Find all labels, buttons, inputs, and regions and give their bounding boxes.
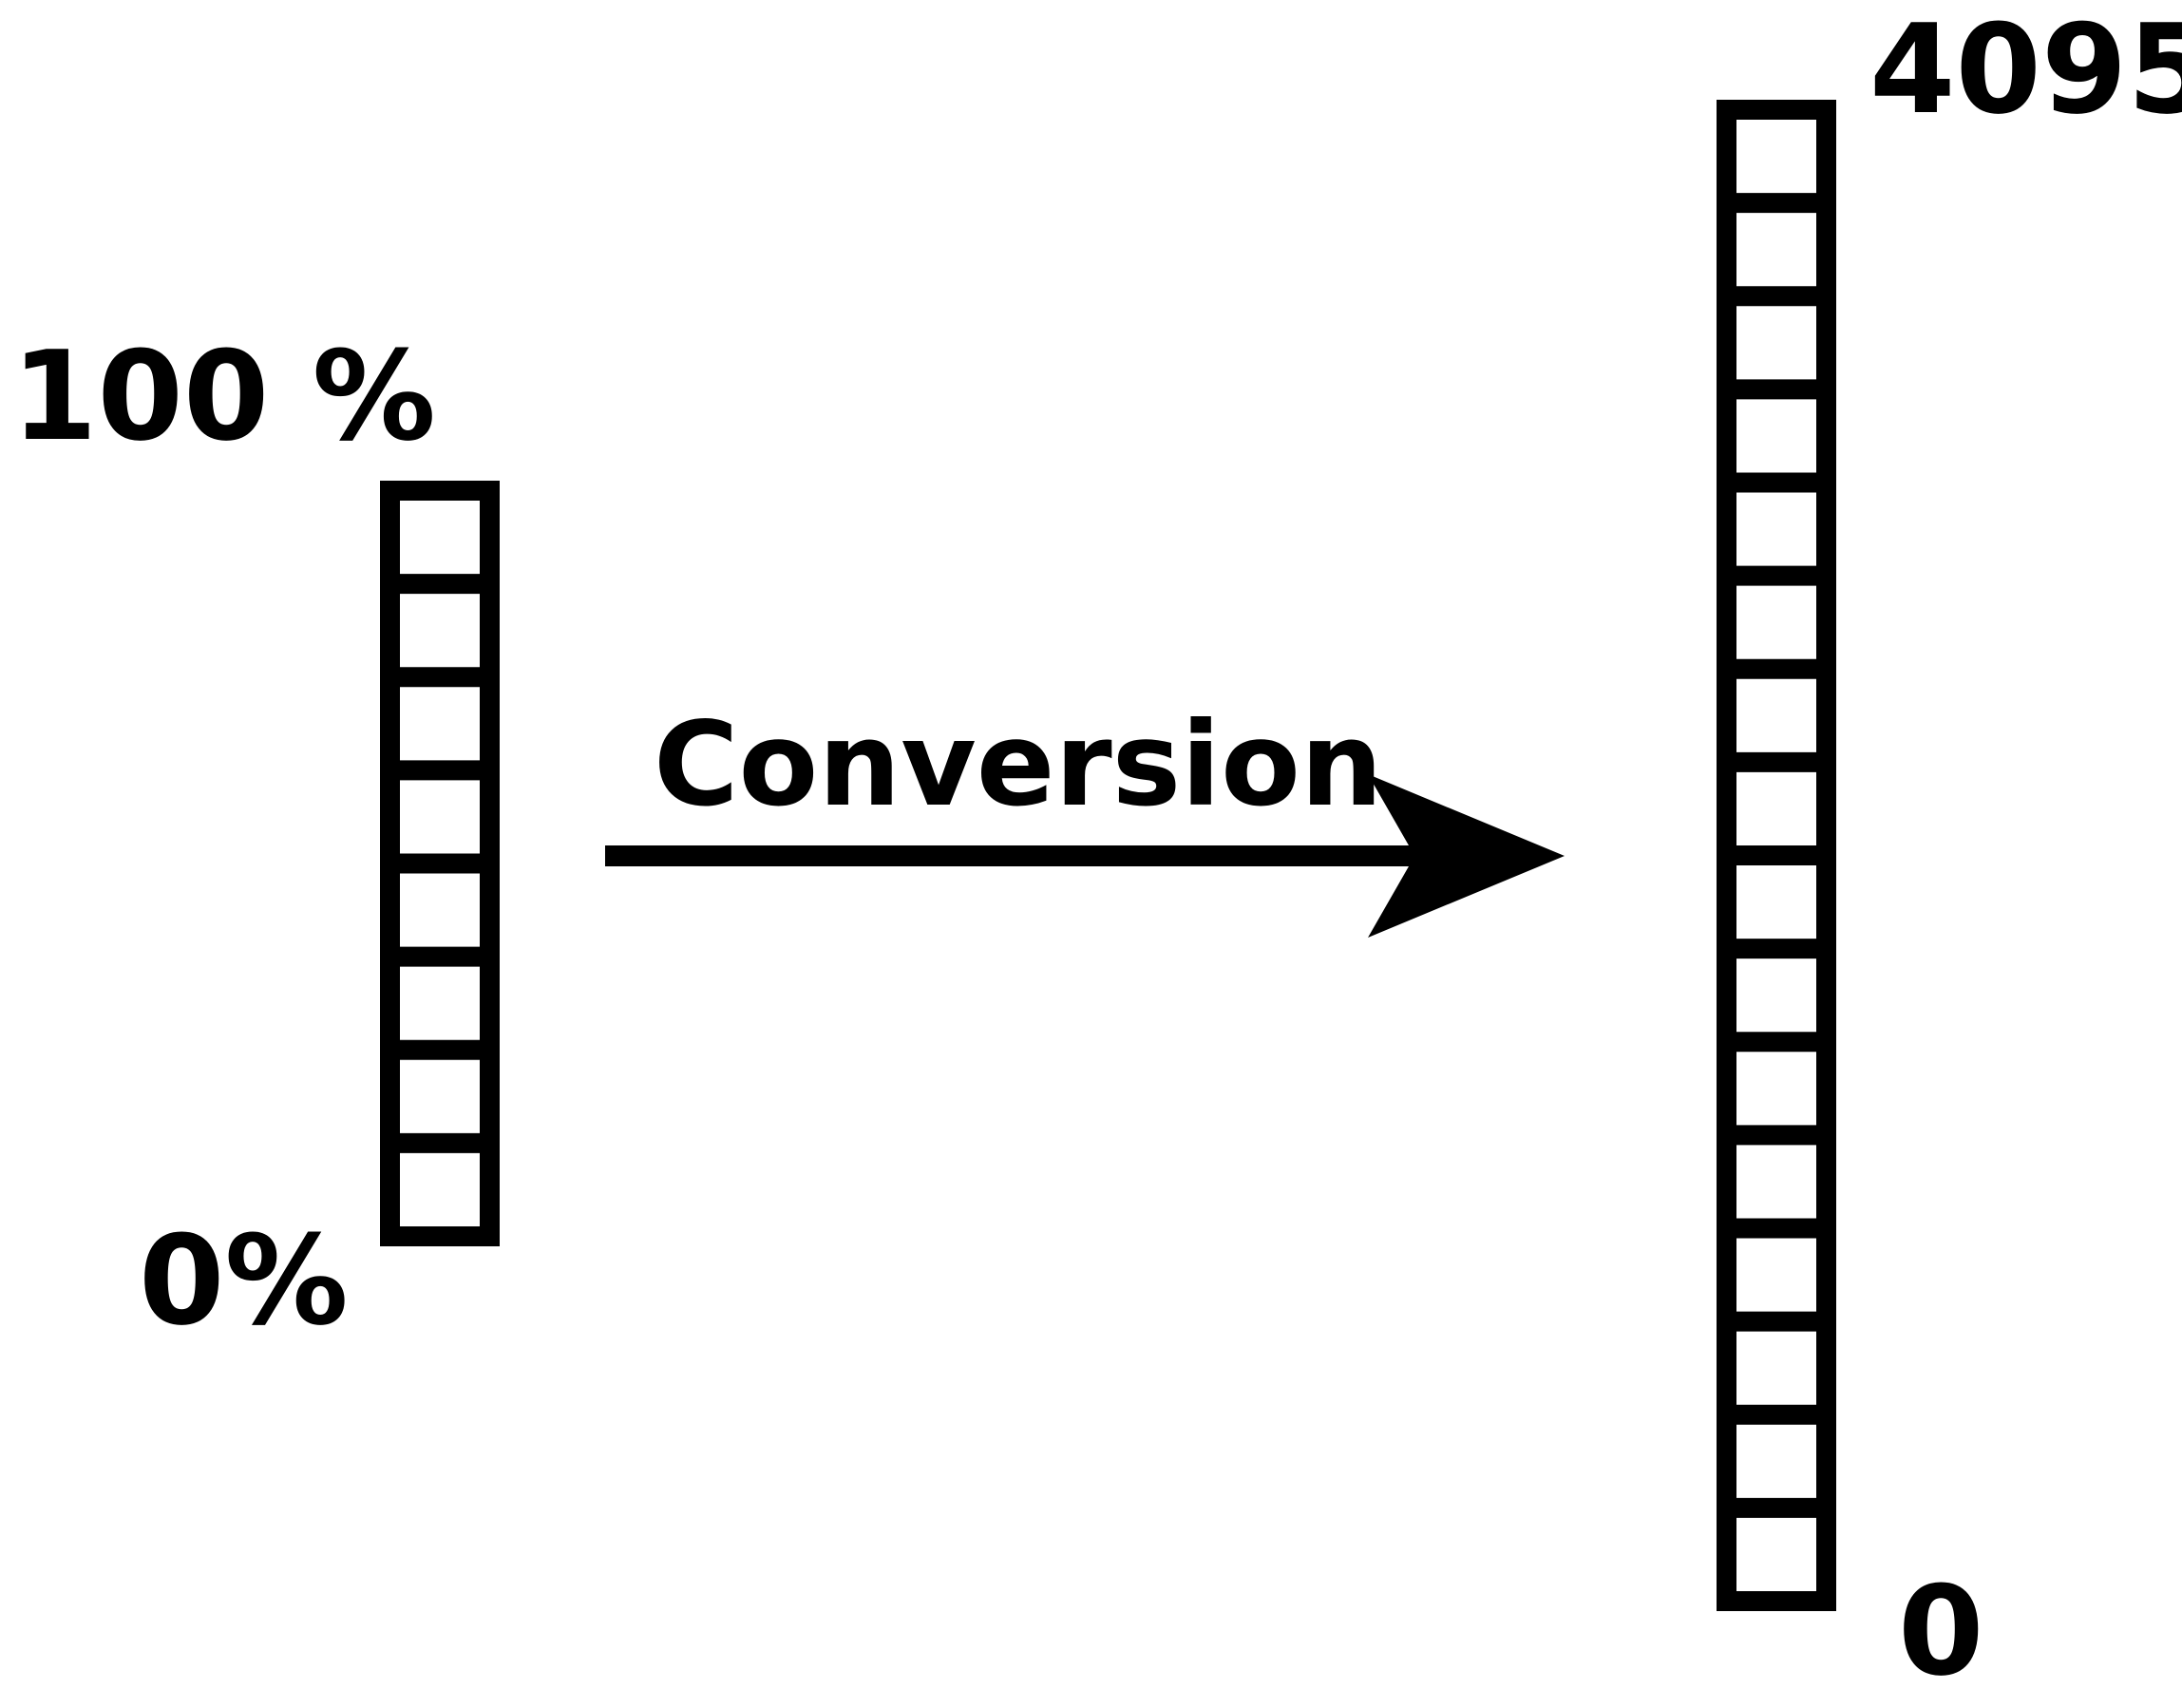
- conversion-arrow: [605, 774, 1565, 938]
- left-scale-bottom-label: 0%: [139, 1208, 349, 1353]
- right-scale-cell: [1736, 1424, 1816, 1498]
- left-scale-bar: [380, 481, 500, 1246]
- right-scale-cell: [1736, 1238, 1816, 1312]
- right-scale-cell: [1736, 958, 1816, 1033]
- left-scale-top-label: 100 %: [11, 324, 436, 468]
- left-scale-cell: [400, 501, 480, 575]
- right-scale-cell: [1736, 1052, 1816, 1126]
- right-scale-cell: [1736, 306, 1816, 380]
- right-scale-cell: [1736, 678, 1816, 752]
- right-scale-cell: [1736, 492, 1816, 566]
- right-scale-cell: [1736, 120, 1816, 194]
- right-scale-cell: [1736, 1145, 1816, 1219]
- left-scale-cell: [400, 873, 480, 947]
- left-scale-cell: [400, 594, 480, 668]
- arrow-shaft: [605, 845, 1413, 866]
- right-scale-cell: [1736, 865, 1816, 939]
- left-scale-cell: [400, 1059, 480, 1133]
- right-scale-cell: [1736, 771, 1816, 845]
- right-scale-cell: [1736, 399, 1816, 473]
- right-scale-bottom-label: 0: [1898, 1559, 1983, 1703]
- right-scale-cell: [1736, 213, 1816, 287]
- right-scale-cell: [1736, 585, 1816, 659]
- conversion-label: Conversion: [654, 697, 1383, 832]
- left-scale-cell: [400, 966, 480, 1040]
- right-scale-cell: [1736, 1331, 1816, 1405]
- left-scale-cell: [400, 780, 480, 854]
- right-scale-cell: [1736, 1517, 1816, 1591]
- arrow-head: [1368, 774, 1565, 938]
- left-scale-cell: [400, 1152, 480, 1226]
- right-scale-bar: [1717, 100, 1836, 1611]
- right-scale-top-label: 4095: [1869, 0, 2182, 142]
- left-scale-cell: [400, 687, 480, 761]
